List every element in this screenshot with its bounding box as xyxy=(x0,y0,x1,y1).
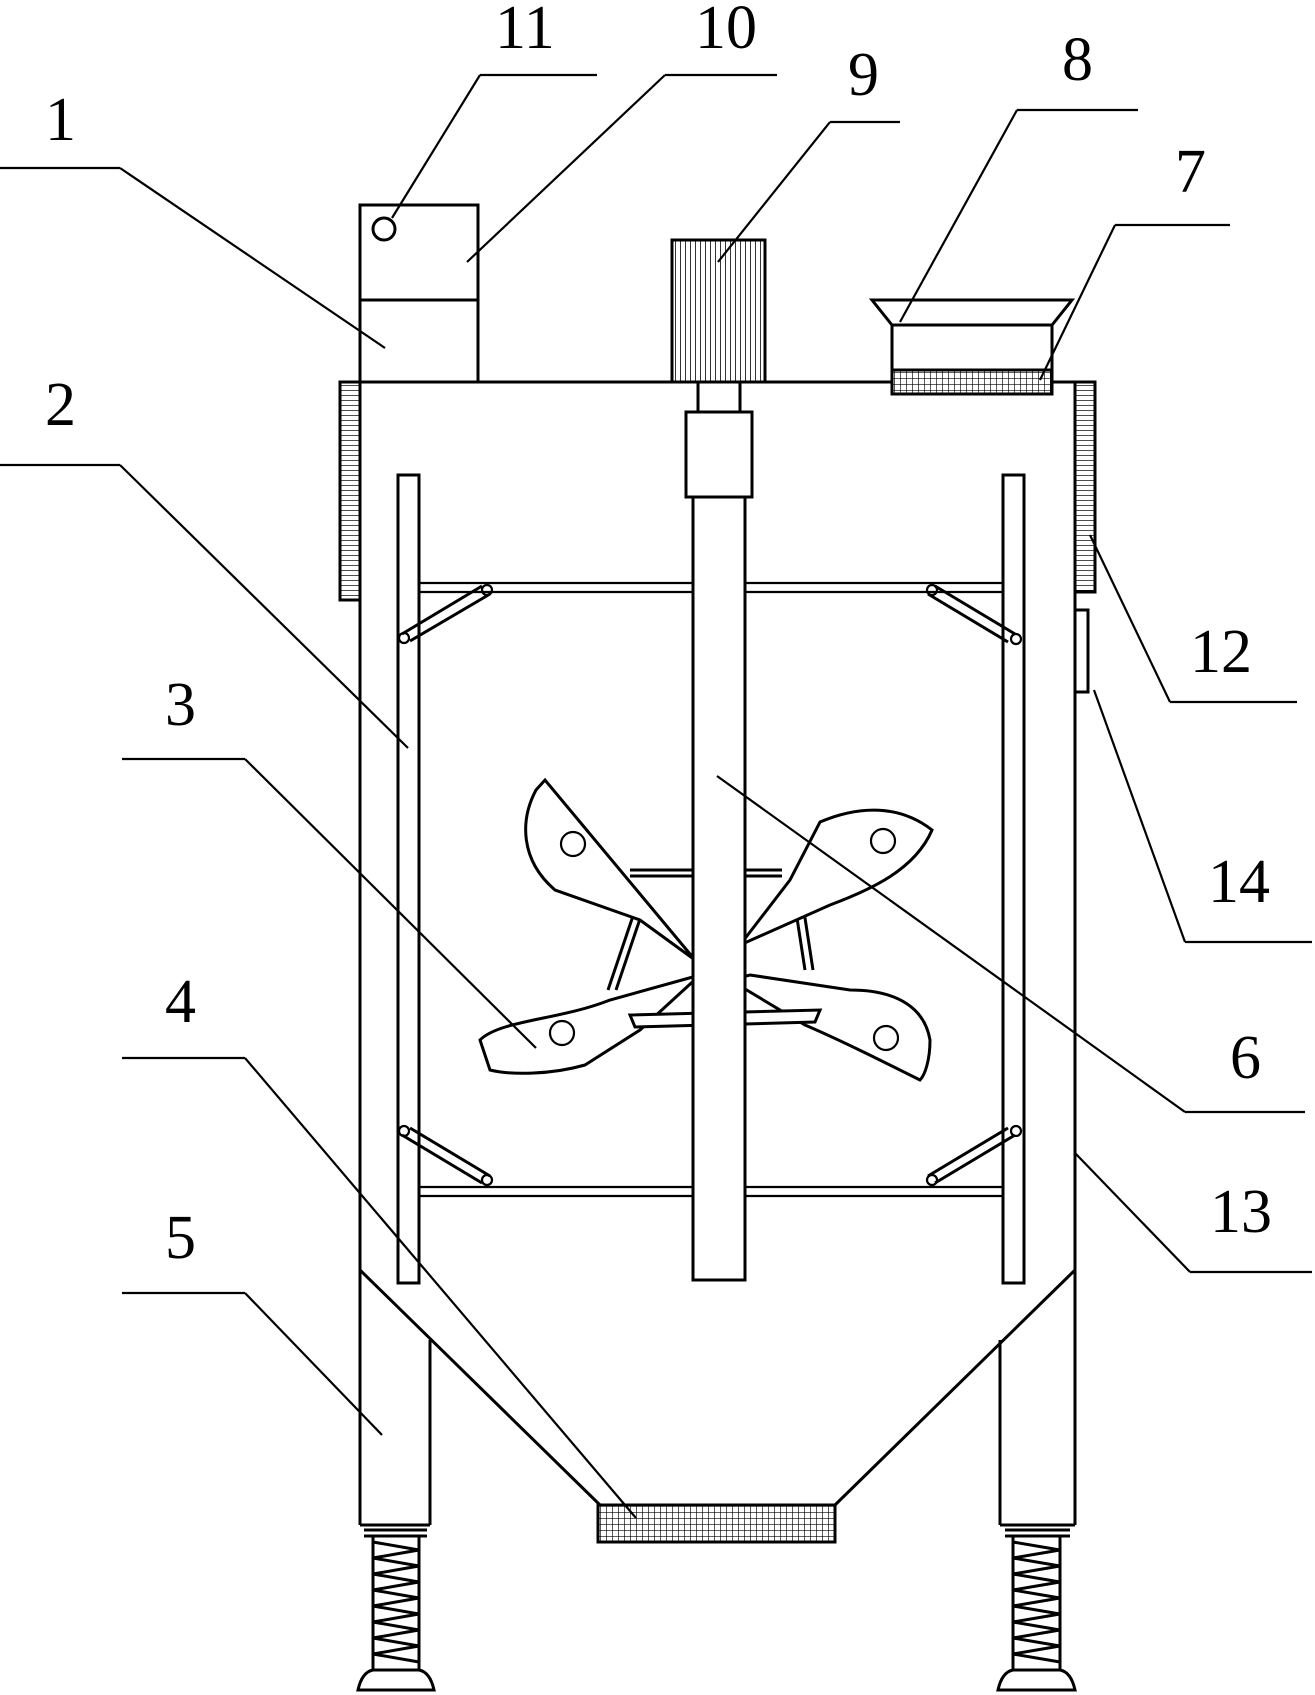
left-baffle xyxy=(396,473,421,1285)
left-spring xyxy=(356,1528,436,1692)
left-leg xyxy=(358,1270,432,1527)
callout-1: 1 xyxy=(45,86,76,154)
callout-numbers: 1 2 3 4 5 6 7 8 9 10 11 12 13 14 xyxy=(45,0,1272,1272)
control-box xyxy=(358,203,480,384)
callout-5: 5 xyxy=(165,1204,196,1272)
callout-13: 13 xyxy=(1210,1178,1272,1246)
right-baffle xyxy=(1001,473,1026,1285)
callout-6: 6 xyxy=(1230,1024,1261,1092)
right-spring xyxy=(996,1528,1077,1692)
main-shaft xyxy=(684,380,754,1282)
callout-12: 12 xyxy=(1190,618,1252,686)
right-side-plate xyxy=(1073,380,1097,594)
feed-hopper xyxy=(868,298,1076,396)
callout-8: 8 xyxy=(1062,26,1093,94)
indicator-light xyxy=(371,216,397,242)
callout-4: 4 xyxy=(165,968,196,1036)
callout-11: 11 xyxy=(495,0,555,62)
filter-screen xyxy=(890,368,1054,396)
leader-lines xyxy=(0,73,1312,1519)
callout-10: 10 xyxy=(695,0,757,62)
left-side-plate xyxy=(338,380,362,602)
callout-9: 9 xyxy=(848,41,879,109)
motor xyxy=(670,238,767,384)
callout-2: 2 xyxy=(45,371,76,439)
callout-7: 7 xyxy=(1175,138,1206,206)
side-sensor xyxy=(1073,608,1090,694)
callout-14: 14 xyxy=(1208,848,1270,916)
right-leg xyxy=(998,1270,1077,1527)
callout-3: 3 xyxy=(165,671,196,739)
discharge-outlet xyxy=(596,1503,837,1544)
